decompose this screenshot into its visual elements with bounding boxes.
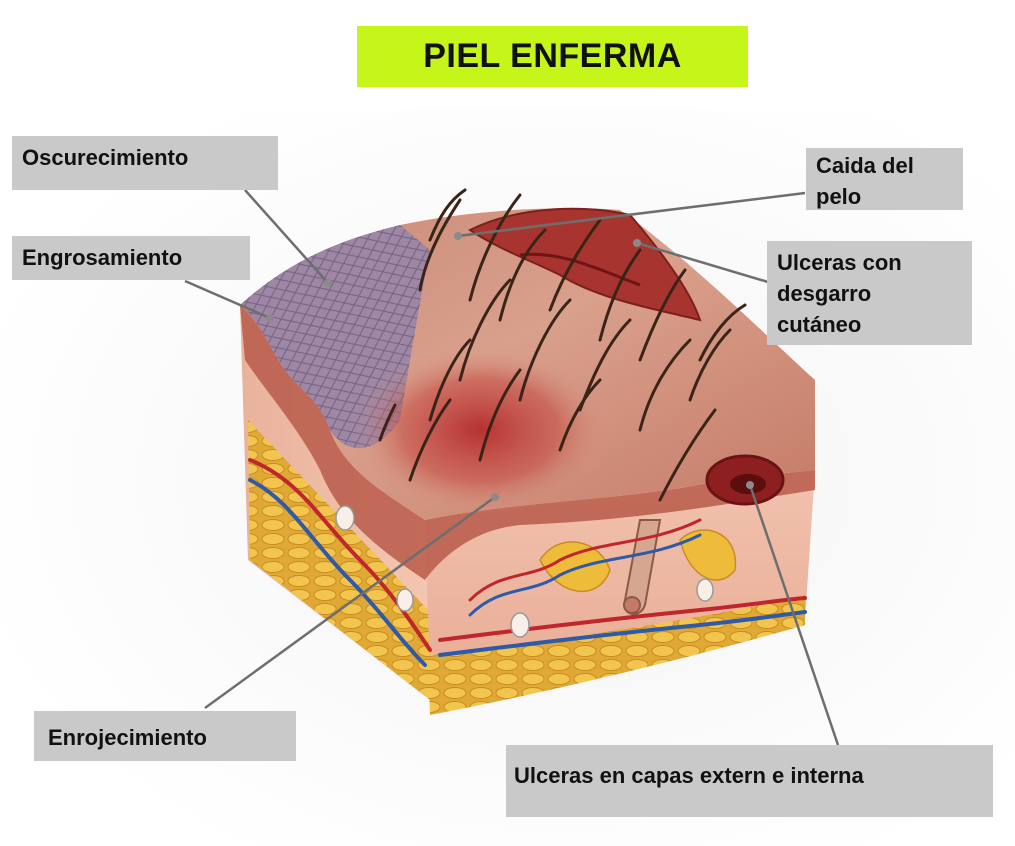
leader-dots: [266, 232, 754, 501]
leader-lines: [184, 189, 840, 746]
sweat-glands: [335, 505, 714, 638]
label-ulceras-en-capas: Ulceras en capas extern e interna: [506, 745, 993, 817]
label-oscurecimiento: Oscurecimiento: [12, 136, 278, 190]
label-engrosamiento: Engrosamiento: [12, 236, 250, 280]
label-ulceras-con-desgarro: Ulceras con desgarro cutáneo: [767, 241, 972, 345]
epidermis-band: [240, 305, 815, 580]
page-title-text: PIEL ENFERMA: [423, 37, 682, 75]
redness-area: [350, 345, 610, 515]
page-title: PIEL ENFERMA: [357, 26, 748, 87]
label-enrojecimiento: Enrojecimiento: [34, 711, 296, 761]
label-caida-del-pelo: Caida del pelo: [806, 148, 963, 210]
hair-strands: [378, 188, 747, 502]
blood-vessels: [248, 458, 807, 667]
fat-lobules: [539, 529, 737, 593]
